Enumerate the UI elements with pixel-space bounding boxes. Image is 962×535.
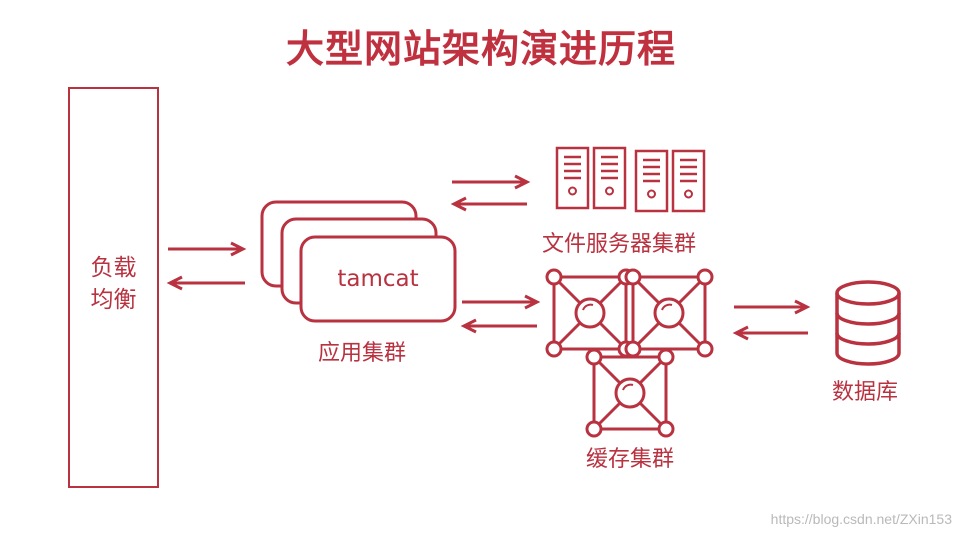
cache-cluster-label: 缓存集群 — [586, 447, 675, 472]
app-cluster-icon — [260, 200, 457, 323]
load-balancer-label-line1: 负载 — [90, 255, 137, 281]
app-server-label: tamcat — [337, 266, 418, 292]
lb-app-arrows — [166, 241, 247, 291]
file-server-icon — [555, 146, 706, 213]
diagram-title: 大型网站架构演进历程 — [285, 27, 676, 71]
app-cluster-label: 应用集群 — [318, 341, 407, 366]
load-balancer-label-line2: 均衡 — [90, 287, 137, 313]
database-icon — [835, 280, 901, 366]
load-balancer-box — [68, 87, 159, 488]
watermark: https://blog.csdn.net/ZXin153 — [770, 511, 952, 527]
database-label: 数据库 — [832, 380, 899, 405]
cache-db-arrows — [732, 299, 811, 341]
app-cache-arrows — [460, 294, 541, 334]
file-server-cluster-label: 文件服务器集群 — [542, 232, 697, 257]
cache-cluster-icon — [545, 268, 714, 438]
load-balancer-label: 负载 均衡 — [68, 252, 159, 316]
app-fileserver-arrows — [450, 174, 531, 212]
